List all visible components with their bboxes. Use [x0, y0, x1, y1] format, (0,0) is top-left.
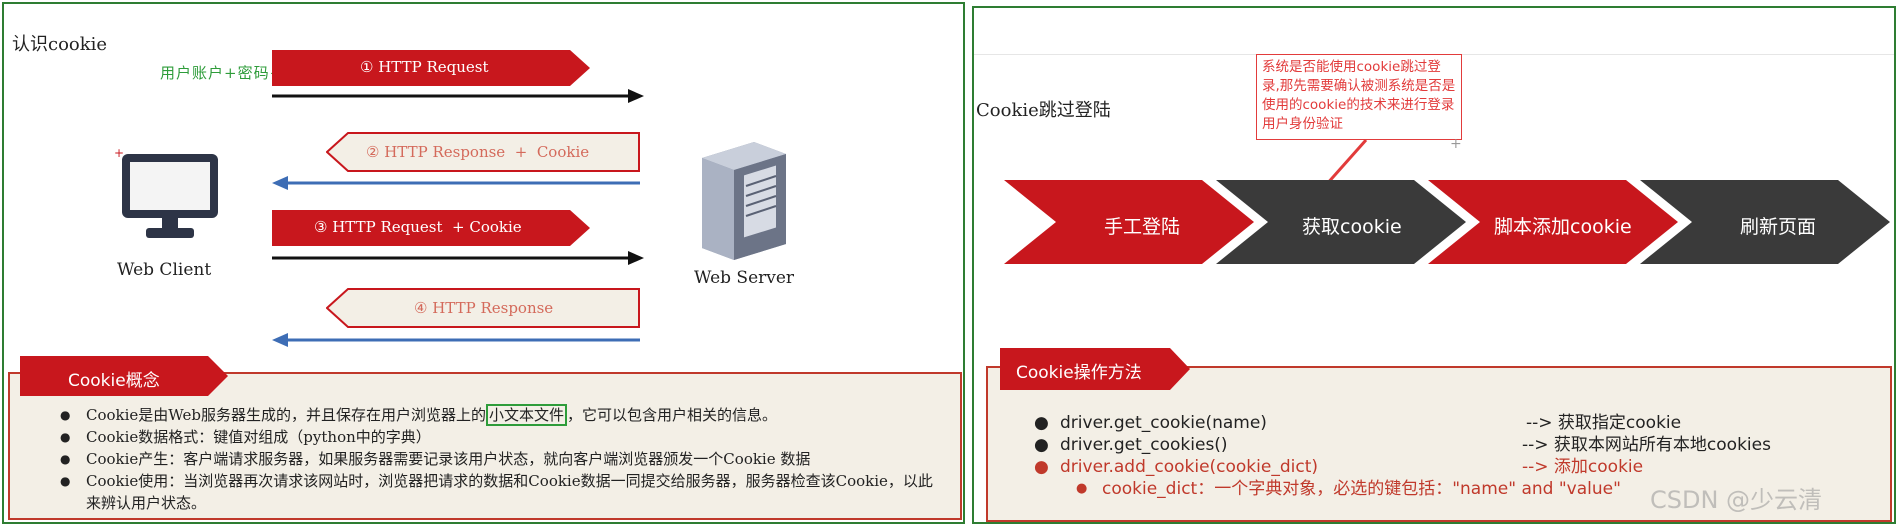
flow-chevrons	[1004, 180, 1890, 264]
callout-note: 系统是否能使用cookie跳过登录,那先需要确认被测系统是否是使用的cookie…	[1256, 54, 1462, 140]
cursor-marker-icon: +	[1450, 136, 1462, 152]
ops-tag-label: Cookie操作方法	[1016, 363, 1142, 383]
method-code: driver.get_cookie(name)	[1060, 413, 1267, 433]
concept-bullet-list: Cookie是由Web服务器生成的，并且保存在用户浏览器上的小文本文件，它可以包…	[56, 404, 946, 514]
server-label: Web Server	[694, 268, 795, 288]
ops-tag: Cookie操作方法	[1000, 348, 1190, 390]
ops-item: ● driver.get_cookies() --> 获取本网站所有本地cook…	[1034, 435, 1771, 455]
concept-bullet: Cookie是由Web服务器生成的，并且保存在用户浏览器上的小文本文件，它可以包…	[56, 404, 946, 426]
highlight-box: 小文本文件	[485, 404, 567, 426]
ops-list: ● driver.get_cookie(name) --> 获取指定cookie…	[1034, 412, 1874, 500]
concept-bullet: Cookie数据格式：键值对组成（python中的字典）	[56, 426, 946, 448]
method-code: driver.get_cookies()	[1060, 435, 1228, 455]
monitor-icon	[122, 154, 218, 238]
concept-bullet: Cookie使用：当浏览器再次请求该网站时，浏览器把请求的数据和Cookie数据…	[56, 470, 946, 514]
left-slide: 认识cookie 用户账户+密码+验证码 ① HTTP Request ② HT…	[2, 2, 965, 524]
step-1-banner: ① HTTP Request	[272, 50, 592, 86]
flow-step-manual-login: 手工登陆	[1104, 216, 1181, 238]
watermark: CSDN @少云清	[1650, 486, 1823, 514]
concept-tag: Cookie概念	[20, 356, 230, 396]
method-desc: --> 添加cookie	[1522, 457, 1644, 477]
concept-bullet: Cookie产生：客户端请求服务器，如果服务器需要记录该用户状态，就向客户端浏览…	[56, 448, 946, 470]
slide-title: 认识cookie	[12, 34, 108, 55]
method-desc: --> 获取指定cookie	[1526, 413, 1682, 433]
step-4-banner: ④ HTTP Response	[326, 288, 640, 328]
flow-step-add-cookie: 脚本添加cookie	[1494, 216, 1632, 238]
step-1-label: ① HTTP Request	[360, 58, 489, 76]
method-code: driver.add_cookie(cookie_dict)	[1060, 457, 1318, 477]
step-3-banner: ③ HTTP Request + Cookie	[272, 210, 592, 246]
slide-title: Cookie跳过登陆	[976, 100, 1111, 121]
cursor-marker-icon: +	[114, 146, 125, 160]
response-arrow-4	[272, 333, 640, 347]
ops-item: ● driver.add_cookie(cookie_dict) --> 添加c…	[1034, 457, 1644, 477]
step-2-banner: ② HTTP Response + Cookie	[326, 132, 640, 172]
sub-bullet-text: cookie_dict：一个字典对象，必选的键包括："name" and "va…	[1102, 479, 1621, 499]
flow-step-get-cookie: 获取cookie	[1302, 216, 1402, 238]
right-slide: Cookie跳过登陆 系统是否能使用cookie跳过登录,那先需要确认被测系统是…	[972, 6, 1896, 524]
cookie-ops-box: ● driver.get_cookie(name) --> 获取指定cookie…	[986, 366, 1892, 522]
step-4-label: ④ HTTP Response	[414, 299, 554, 317]
request-arrow-1	[272, 89, 644, 103]
ops-sub-item: ● cookie_dict：一个字典对象，必选的键包括："name" and "…	[1076, 479, 1621, 499]
request-arrow-3	[272, 251, 644, 265]
step-2-label: ② HTTP Response + Cookie	[366, 143, 590, 161]
flow-step-refresh: 刷新页面	[1740, 216, 1817, 238]
server-icon	[702, 142, 786, 260]
response-arrow-2	[272, 176, 640, 190]
concept-tag-label: Cookie概念	[68, 371, 160, 391]
method-desc: --> 获取本网站所有本地cookies	[1522, 435, 1771, 455]
client-label: Web Client	[117, 260, 212, 280]
ops-item: ● driver.get_cookie(name) --> 获取指定cookie	[1034, 413, 1682, 433]
step-3-label: ③ HTTP Request + Cookie	[314, 218, 522, 236]
cookie-concept-box: Cookie是由Web服务器生成的，并且保存在用户浏览器上的小文本文件，它可以包…	[8, 372, 962, 520]
